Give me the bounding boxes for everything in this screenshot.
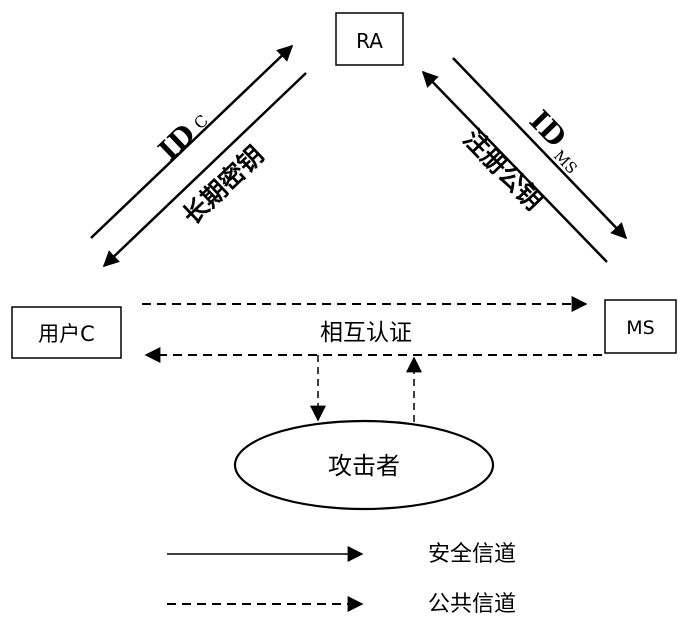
node-ra: RA bbox=[335, 12, 404, 66]
edge-user-to-ra-label: ID C bbox=[152, 111, 212, 167]
legend-secure-label: 安全信道 bbox=[428, 542, 516, 567]
node-ms-label: MS bbox=[626, 317, 654, 339]
id-c-sub: C bbox=[190, 111, 212, 133]
edge-ra-to-user-label: 长期密钥 bbox=[177, 140, 269, 230]
edge-ra-to-user bbox=[102, 72, 307, 268]
legend-item-secure: 安全信道 bbox=[167, 542, 516, 567]
legend-public-label: 公共信道 bbox=[428, 592, 516, 617]
node-ra-label: RA bbox=[356, 29, 383, 53]
edge-user-to-ra bbox=[90, 44, 294, 239]
id-ms-main: ID bbox=[523, 104, 573, 154]
node-user: 用户C bbox=[11, 306, 122, 359]
edge-ra-to-user-label-group: 长期密钥 bbox=[177, 140, 269, 230]
id-ms-sub: MS bbox=[550, 147, 581, 178]
node-ms: MS bbox=[604, 299, 677, 354]
node-attacker: 攻击者 bbox=[233, 419, 495, 511]
edge-mutual-auth-label: 相互认证 bbox=[320, 320, 412, 346]
node-attacker-label: 攻击者 bbox=[328, 452, 400, 480]
node-user-label: 用户C bbox=[38, 322, 95, 346]
edge-ms-to-ra bbox=[421, 70, 608, 263]
legend: 安全信道 公共信道 bbox=[167, 542, 516, 617]
legend-item-public: 公共信道 bbox=[167, 592, 516, 617]
edge-ra-to-ms bbox=[452, 57, 628, 240]
